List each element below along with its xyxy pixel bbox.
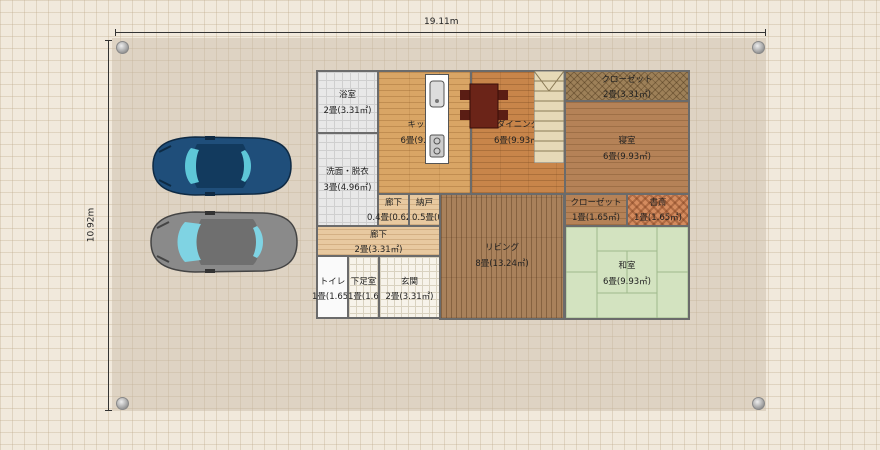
room-size: 1畳(1.65㎡) [348,292,396,302]
room-size: 2畳(3.31㎡) [323,106,372,116]
room-size: 6畳(9.93㎡) [494,136,542,146]
room-study[interactable]: 書斎 1畳(1.65㎡) [626,193,690,227]
room-size: 1畳(1.65㎡) [572,213,620,223]
dining-table-icon [460,83,508,129]
room-name: 廊下 [384,198,402,208]
room-storage[interactable]: 納戸 0.5畳(0.82㎡) [408,193,468,227]
room-closet-upper[interactable]: クローゼット 2畳(3.31㎡) [564,70,690,102]
room-name: 洗面・脱衣 [326,167,369,177]
room-size: 1畳(1.65㎡) [634,213,682,223]
room-size: 1畳(1.65㎡) [312,292,360,302]
room-size: 3畳(4.96㎡) [323,183,372,193]
pin-icon[interactable] [116,397,129,410]
car-gray-body [150,211,298,273]
tatami-pattern [566,227,688,318]
room-name: リビング [484,243,519,253]
room-name: キッチン [379,120,470,131]
room-name: トイレ [319,277,346,287]
room-name: 浴室 [338,90,356,100]
room-hallway[interactable]: 廊下 2畳(3.31㎡) [316,225,441,257]
room-name: 和室 [618,261,636,271]
width-dimension-label: 19.11m [424,17,459,27]
room-size: 6畳(9.93㎡) [603,152,651,162]
width-dimension-line [115,29,766,36]
room-name: 玄関 [400,277,418,287]
room-name: 寝室 [618,136,636,146]
pin-icon[interactable] [752,41,765,54]
room-size: 2畳(3.31㎡) [385,292,434,302]
room-bedroom[interactable]: 寝室 6畳(9.93㎡) [564,100,690,195]
room-name: 書斎 [649,198,667,208]
room-living[interactable]: リビング 8畳(13.24㎡) [439,193,565,320]
room-name: クローゼット [570,198,622,208]
height-dimension-label: 10.92m [86,207,97,243]
sink-icon [429,80,445,158]
stairs-icon [534,71,564,163]
room-toilet[interactable]: トイレ 1畳(1.65㎡) [312,255,360,319]
room-name: ダイニング [496,120,540,130]
room-japanese[interactable]: 和室 6畳(9.93㎡) [564,225,690,320]
height-dimension-line [105,40,112,411]
room-shoe-room[interactable]: 下足室 1畳(1.65㎡) [347,255,396,319]
room-name: 下足室 [350,277,377,287]
room-closet-lower[interactable]: クローゼット 1畳(1.65㎡) [564,193,628,227]
room-size: 2畳(3.31㎡) [603,90,651,100]
room-washroom[interactable]: 洗面・脱衣 3畳(4.96㎡) [316,132,379,227]
pin-icon[interactable] [116,41,129,54]
car-icon[interactable] [145,208,300,276]
car-blue-body [152,136,292,196]
room-size: 6畳(9.93㎡) [379,136,470,147]
room-size: 8畳(13.24㎡) [475,259,529,269]
room-name: 納戸 [415,198,433,208]
room-hallway-small[interactable]: 廊下 0.4畳(0.62㎡) [367,193,423,227]
room-size: 2畳(3.31㎡) [354,245,403,255]
room-size: 6畳(9.93㎡) [603,277,651,287]
room-name: 廊下 [369,230,387,240]
room-size: 0.4畳(0.62㎡) [367,213,424,223]
car-icon[interactable] [145,132,295,200]
room-bath[interactable]: 浴室 2畳(3.31㎡) [316,70,379,134]
pin-icon[interactable] [752,397,765,410]
room-name: クローゼット [601,75,653,85]
kitchen-counter [425,74,449,164]
room-entrance[interactable]: 玄関 2畳(3.31㎡) [378,255,441,319]
